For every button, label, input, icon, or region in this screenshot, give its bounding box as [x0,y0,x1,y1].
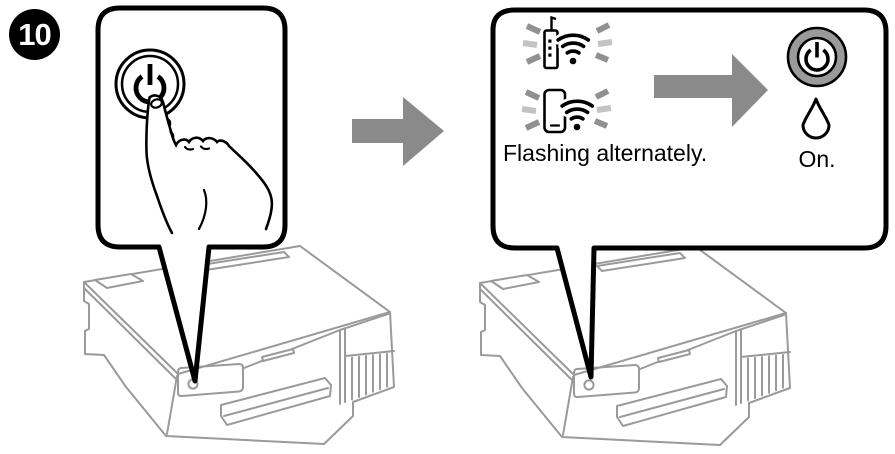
power-led-icon [786,26,848,88]
printer-illustration-left [83,245,395,445]
router-wifi-flashing-icon [522,15,613,70]
next-step-arrow-icon [352,97,444,166]
power-icon [804,42,830,72]
ink-drop-icon [801,97,831,140]
flash-marks [521,88,612,131]
step-number: 10 [18,17,51,52]
smartphone-icon [543,88,567,134]
step-number-badge: 10 [9,9,60,60]
flash-marks [522,22,613,65]
wifi-signal-icon [557,96,597,131]
finger-detail-lines [150,98,211,231]
wifi-signal-icon [553,30,593,65]
smartphone-wifi-flashing-icon [521,88,612,134]
printer-illustration-right [479,246,791,446]
result-arrow-icon [654,54,768,127]
on-caption: On. [798,146,836,172]
flashing-caption: Flashing alternately. [503,140,708,166]
pressing-finger-illustration [145,94,274,235]
